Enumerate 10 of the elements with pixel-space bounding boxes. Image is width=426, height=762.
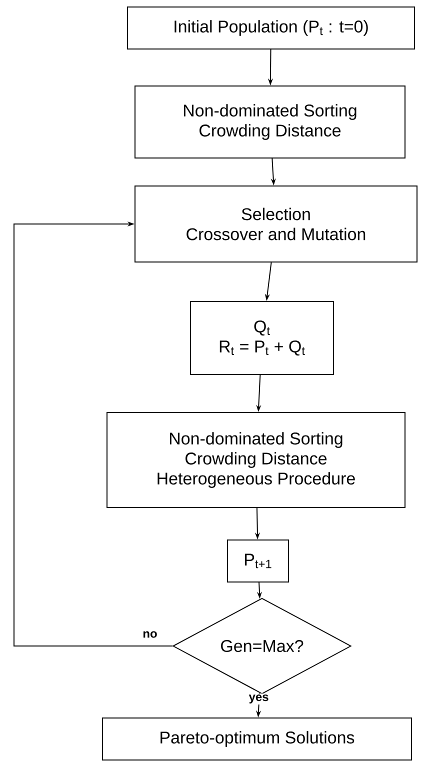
edge-label: yes	[248, 694, 270, 704]
process-box: Pareto-optimum Solutions	[102, 718, 412, 760]
process-box: Initial Population (P$_{t}$ : t=0)	[127, 6, 415, 50]
process-box: Non-dominated Sorting Crowding Distance Heterogeneous Procedure	[106, 412, 406, 508]
process-box: Q$_{t}$ R$_{t}$ = P$_{t}$ + Q$_{t}$	[190, 301, 334, 375]
process-box: P$_{t+1}$	[227, 540, 289, 582]
process-box: Non-dominated Sorting Crowding Distance	[134, 86, 406, 158]
process-box: Selection Crossover and Mutation	[134, 186, 418, 262]
edge-label: no	[142, 630, 158, 639]
arrow	[14, 221, 173, 646]
